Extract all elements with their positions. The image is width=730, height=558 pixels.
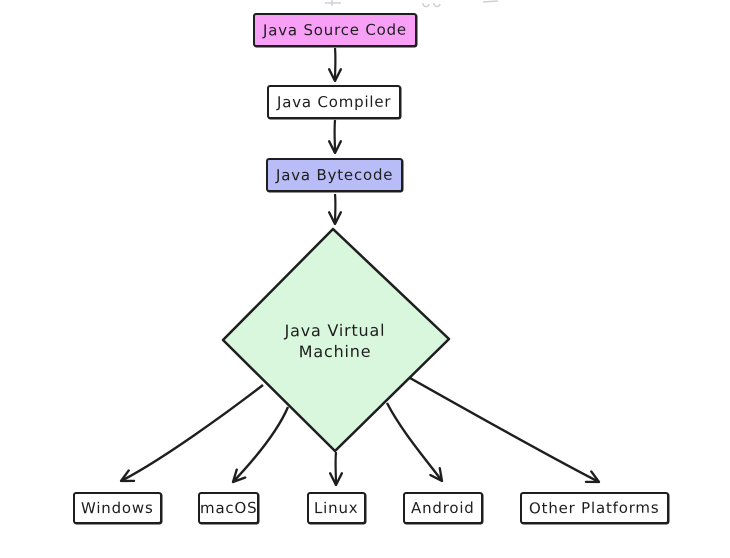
node-jvm-label: Java Virtual Machine	[284, 320, 386, 362]
node-other-platforms-label: Other Platforms	[529, 498, 660, 518]
jvm-diamond-shape	[221, 227, 451, 453]
node-java-compiler: Java Compiler	[267, 85, 401, 119]
node-android-label: Android	[411, 498, 475, 518]
arrow-jvm-to-other-platforms	[409, 376, 601, 484]
arrow-jvm-to-windows	[119, 384, 264, 483]
node-java-source-code-label: Java Source Code	[262, 20, 408, 40]
node-linux-label: Linux	[314, 498, 359, 518]
arrow-jvm-to-android	[385, 402, 444, 483]
node-java-bytecode-label: Java Bytecode	[275, 165, 394, 185]
node-java-compiler-label: Java Compiler	[276, 92, 392, 112]
node-macos: macOS	[198, 492, 259, 524]
node-windows: Windows	[73, 492, 162, 524]
node-java-bytecode: Java Bytecode	[266, 158, 403, 192]
node-windows-label: Windows	[81, 498, 154, 518]
node-java-source-code: Java Source Code	[253, 13, 417, 47]
node-other-platforms: Other Platforms	[520, 492, 669, 524]
node-macos-label: macOS	[199, 498, 258, 518]
node-linux: Linux	[307, 492, 366, 524]
cropped-text-artifact	[325, 0, 499, 8]
arrow-jvm-to-macos	[231, 406, 290, 484]
node-android: Android	[403, 492, 483, 524]
